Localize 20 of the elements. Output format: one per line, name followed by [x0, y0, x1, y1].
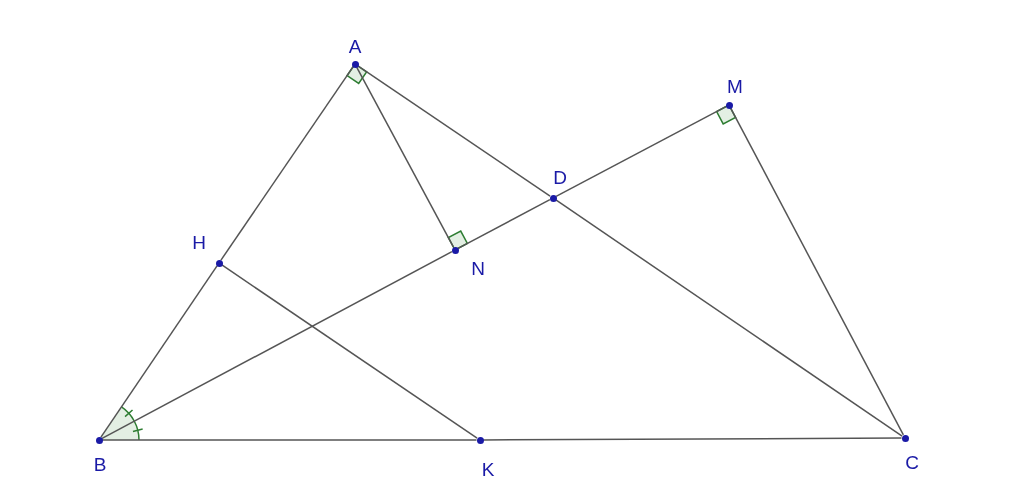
line-segment: [100, 265, 218, 438]
line-segment: [221, 264, 478, 439]
line-segment: [482, 437, 903, 441]
point-label: A: [348, 36, 362, 56]
line-segment: [220, 66, 354, 261]
line-segment: [355, 66, 455, 248]
line-segment: [555, 105, 727, 198]
point-label: K: [481, 459, 495, 479]
line-segment: [357, 65, 551, 197]
point-label: C: [905, 452, 919, 472]
line-segment: [101, 250, 453, 440]
line-segment: [457, 198, 551, 250]
point-label: D: [553, 167, 567, 187]
line-segment: [729, 107, 905, 436]
line-segment: [101, 439, 478, 441]
point-label: B: [93, 454, 107, 474]
point-label: M: [727, 76, 743, 96]
point-label: N: [471, 258, 485, 278]
line-segment: [555, 199, 903, 437]
point-label: H: [192, 232, 206, 252]
